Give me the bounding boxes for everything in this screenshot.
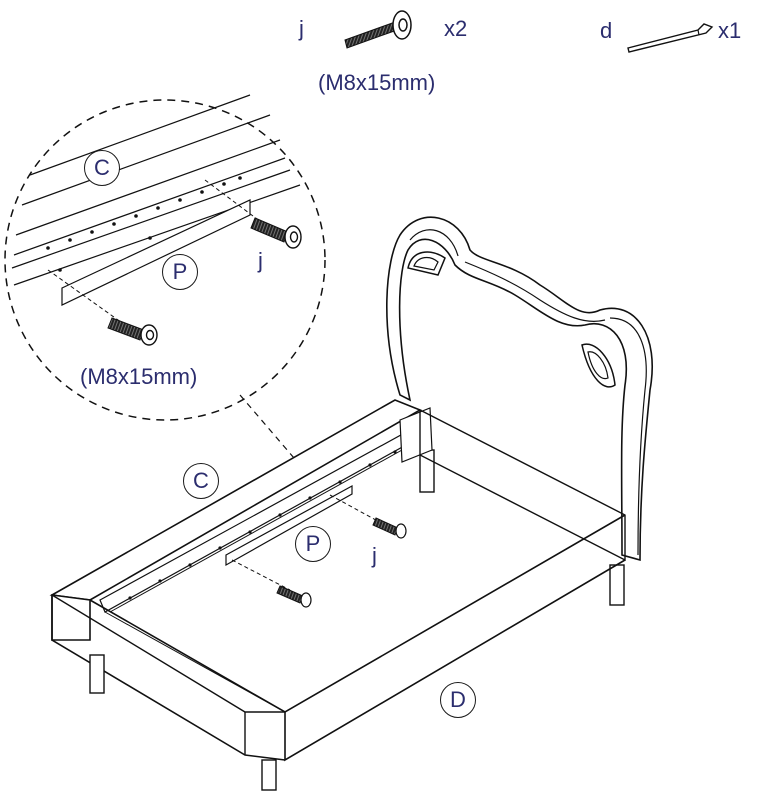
part-label-p-detail: P: [162, 254, 198, 290]
bolt-size: (M8x15mm): [318, 70, 436, 95]
bolt-letter: j: [299, 16, 304, 41]
key-letter: d: [600, 18, 613, 43]
part-label-p-main: P: [295, 526, 331, 562]
bolt-icon: [344, 10, 412, 49]
part-label-c-main: C: [183, 463, 219, 499]
allen-key-icon: [627, 23, 714, 53]
bed-frame: [49, 399, 626, 791]
key-quantity: x1: [718, 18, 742, 43]
bolt-letter-detail: j: [258, 248, 263, 273]
bolt-quantity: x2: [444, 16, 468, 41]
part-label-d: D: [440, 682, 476, 718]
bolt-letter-main: j: [372, 543, 377, 568]
part-label-c-detail: C: [84, 150, 120, 186]
bolt-size-detail: (M8x15mm): [80, 364, 198, 389]
detail-view: [4, 94, 326, 421]
